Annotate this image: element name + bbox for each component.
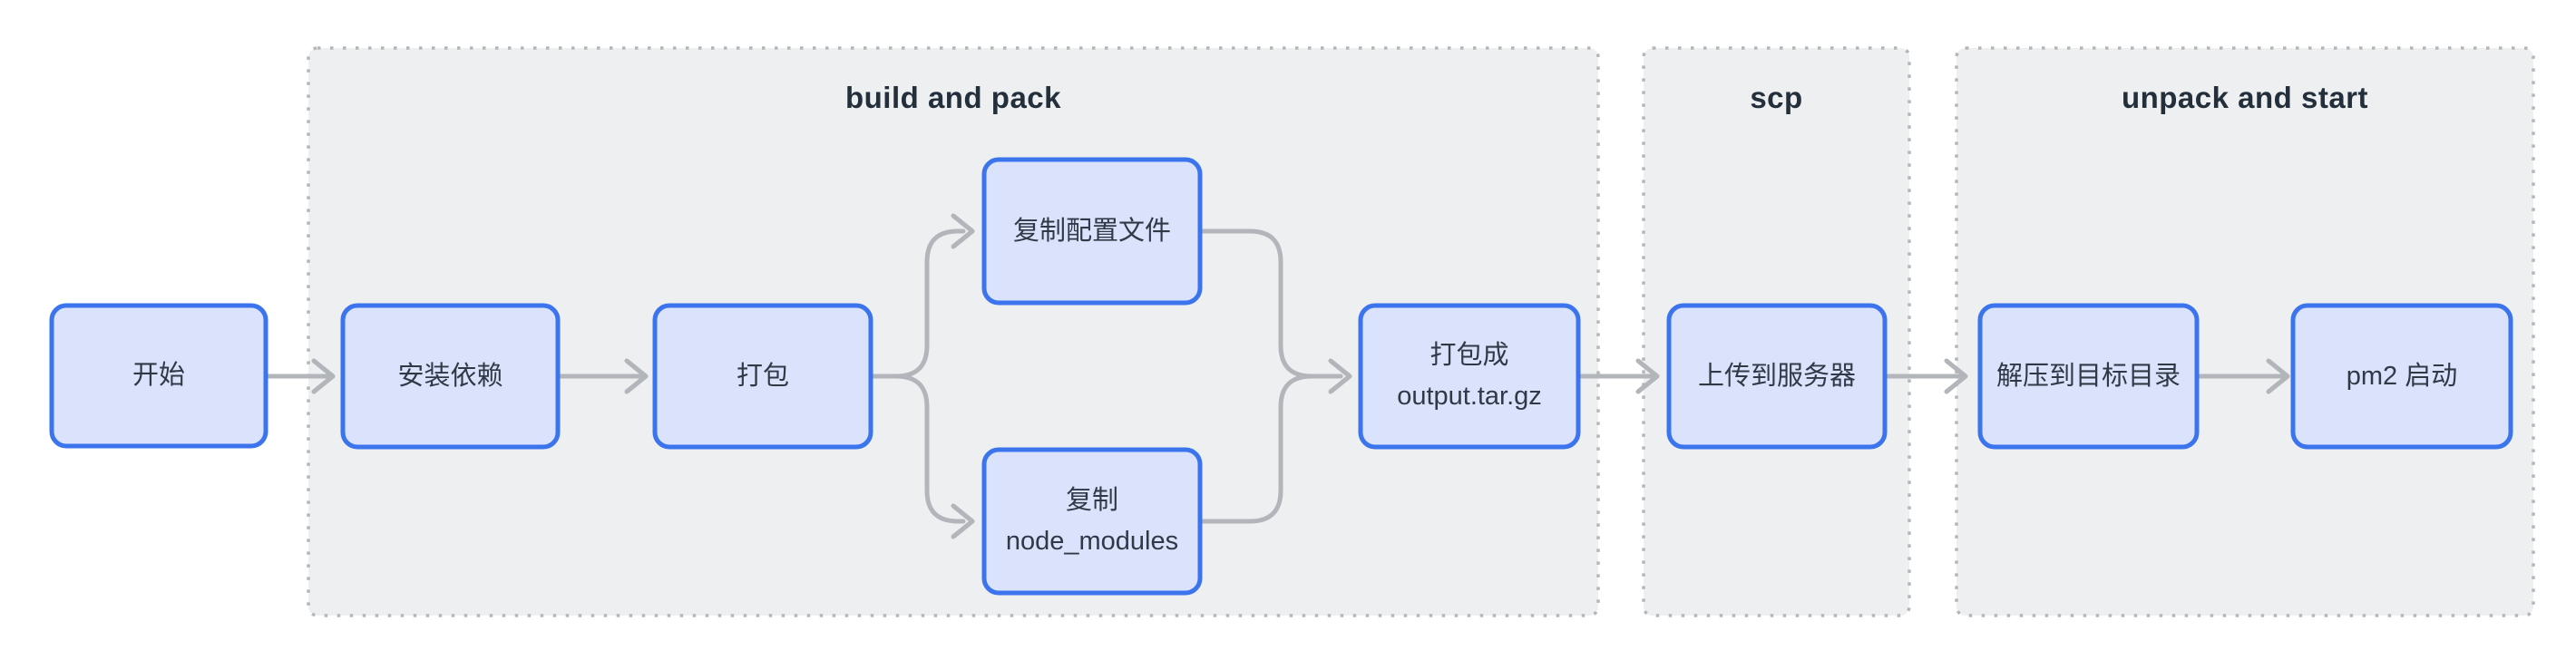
subgraph-title-unpack-and-start: unpack and start: [2121, 81, 2369, 114]
edge-copy-node-modules-to-pack: [1197, 374, 1343, 524]
node-label-start: 开始: [132, 361, 185, 390]
arrowhead-build: [624, 358, 649, 394]
edge-copy-config-to-pack: [1197, 228, 1343, 379]
subgraph-unpack-and-start: [1955, 46, 2535, 617]
node-extract-to-target: [1977, 303, 2200, 450]
arrowhead-extract: [1944, 358, 1968, 394]
node-build: [652, 303, 873, 450]
node-label-extract-to-target: 解压到目标目录: [1995, 361, 2181, 391]
node-pm2-start: [2290, 303, 2513, 450]
node-copy-config: [981, 157, 1203, 306]
edge-build-to-copy-config: [868, 228, 966, 379]
node-label-upload-to-server: 上传到服务器: [1697, 361, 1856, 391]
arrowhead-copy-config: [951, 213, 975, 249]
arrowhead-install: [311, 358, 336, 394]
node-rects: [49, 157, 2513, 596]
node-label-copy-config: 复制配置文件: [1012, 216, 1171, 246]
arrowhead-pm2: [2266, 358, 2290, 394]
edges: [263, 213, 2290, 539]
edge-build-to-copy-node-modules: [868, 374, 966, 524]
node-copy-node-modules: [981, 447, 1203, 596]
node-label-install-deps: 安装依赖: [397, 361, 503, 391]
node-start: [49, 303, 268, 449]
subgraph-title-build-and-pack: build and pack: [844, 81, 1062, 114]
arrowhead-upload: [1635, 358, 1660, 394]
arrowhead-pack-output: [1328, 358, 1352, 394]
subgraph-title-scp: scp: [1750, 81, 1803, 114]
node-label-copy-node-modules: 复制 node_modules: [1005, 486, 1179, 556]
node-upload-to-server: [1666, 303, 1888, 450]
node-label-pm2-start: pm2 启动: [2346, 361, 2458, 391]
subgraph-build-and-pack: [307, 46, 1600, 617]
node-pack-output: [1358, 303, 1581, 450]
node-label-pack-output: 打包成 output.tar.gz: [1397, 341, 1542, 411]
node-label-build: 打包: [736, 361, 789, 391]
node-install-deps: [340, 303, 561, 450]
arrowhead-copy-node-modules: [951, 503, 975, 539]
